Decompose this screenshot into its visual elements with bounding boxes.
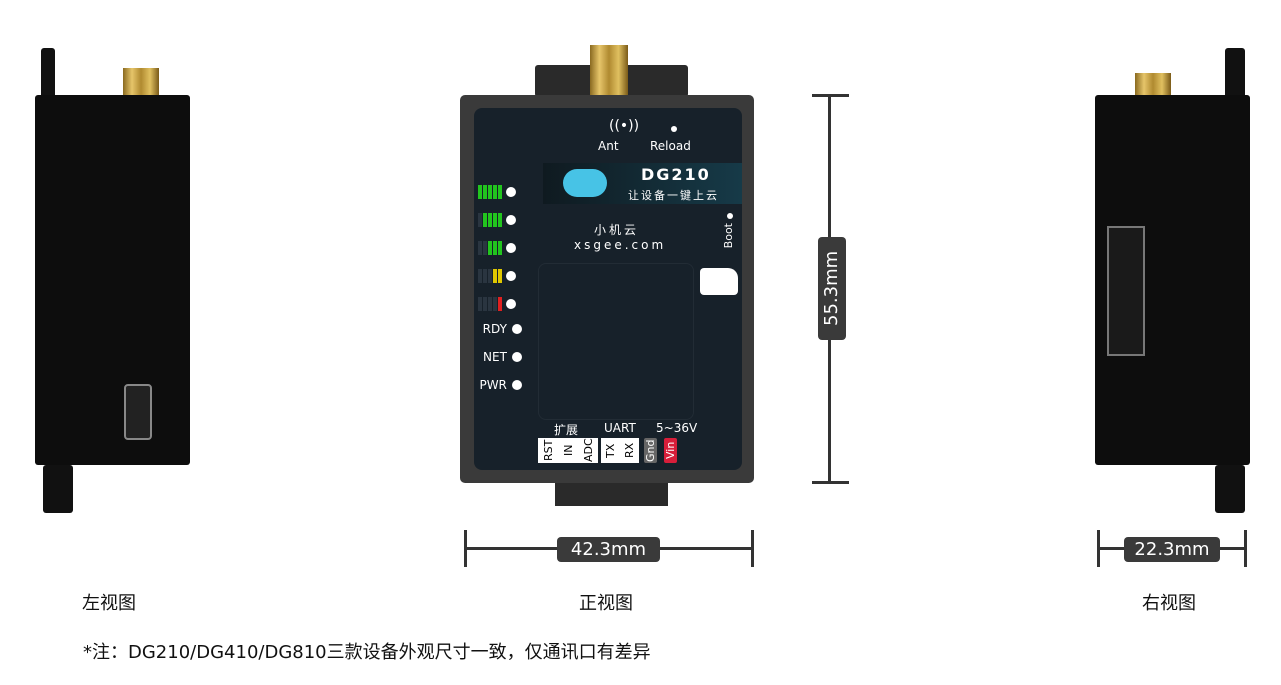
signal-bar [488, 269, 492, 283]
website: xsgee.com [574, 238, 667, 252]
signal-led [506, 271, 516, 281]
voltage-label: 5~36V [656, 421, 698, 435]
antenna [590, 45, 628, 95]
signal-bar [493, 269, 497, 283]
right-view-caption: 右视图 [1142, 593, 1196, 614]
boot-button[interactable] [727, 213, 733, 219]
logo-banner: DG210 让设备一键上云 [543, 163, 742, 204]
micro-usb-port [124, 384, 152, 440]
signal-bar [493, 297, 497, 311]
signal-bar [483, 213, 487, 227]
signal-bar [488, 185, 492, 199]
pin-tx: TX [604, 443, 617, 458]
front-view-caption: 正视图 [579, 593, 633, 614]
sim-card-slot [1107, 226, 1145, 356]
signal-bar [478, 213, 482, 227]
status-led-rdy: RDY [476, 318, 522, 337]
signal-bar [498, 185, 502, 199]
signal-bar [488, 241, 492, 255]
signal-led-row [478, 290, 516, 318]
signal-led-row [478, 178, 516, 206]
front-view: ((•)) Ant Reload DG210 让设备一键上云 小机云 xsgee… [460, 45, 760, 507]
pin-vin: Vin [664, 438, 677, 463]
cloud-icon [563, 169, 607, 197]
status-led-pwr: PWR [476, 374, 522, 393]
signal-leds [478, 178, 516, 318]
signal-bar [483, 269, 487, 283]
footnote: *注：DG210/DG410/DG810三款设备外观尺寸一致，仅通讯口有差异 [83, 642, 651, 663]
signal-led [506, 187, 516, 197]
uart-label: UART [604, 421, 636, 435]
signal-led-row [478, 262, 516, 290]
pin-rst: RST [541, 439, 555, 462]
signal-bar [488, 213, 492, 227]
signal-bar [483, 185, 487, 199]
sim-icon [700, 268, 738, 295]
reload-button[interactable] [671, 126, 677, 132]
slogan: 让设备一键上云 [628, 189, 719, 202]
boot-label: Boot [722, 223, 735, 249]
sim-slot-outline [538, 263, 694, 420]
signal-bar [483, 241, 487, 255]
uart-terminal: TX RX [601, 438, 639, 463]
status-led-net: NET [476, 346, 522, 365]
signal-bar [478, 269, 482, 283]
signal-bar [493, 185, 497, 199]
signal-bar [498, 297, 502, 311]
brand-name: 小机云 [594, 223, 640, 237]
signal-bar [498, 269, 502, 283]
pin-gnd: Gnd [644, 438, 657, 463]
antenna [1135, 73, 1171, 98]
pin-in: IN [561, 444, 575, 457]
signal-led [506, 299, 516, 309]
reload-label: Reload [650, 139, 691, 153]
height-dimension: 55.3mm [818, 237, 846, 340]
left-view [35, 48, 195, 513]
ant-label: Ant [598, 139, 619, 153]
pin-rx: RX [623, 442, 636, 459]
signal-bar [493, 241, 497, 255]
signal-bar [478, 297, 482, 311]
antenna-icon: ((•)) [609, 118, 640, 134]
pin-adc: ADC [581, 438, 595, 463]
signal-bar [493, 213, 497, 227]
signal-led [506, 243, 516, 253]
left-view-caption: 左视图 [82, 593, 136, 614]
signal-bar [483, 297, 487, 311]
front-panel: ((•)) Ant Reload DG210 让设备一键上云 小机云 xsgee… [474, 108, 742, 470]
signal-bar [478, 185, 482, 199]
signal-led-row [478, 234, 516, 262]
signal-bar [498, 241, 502, 255]
signal-bar [478, 241, 482, 255]
signal-bar [498, 213, 502, 227]
right-view [1095, 48, 1255, 513]
model-name: DG210 [641, 165, 711, 184]
antenna [123, 68, 159, 96]
depth-dimension: 22.3mm [1124, 537, 1220, 562]
width-dimension: 42.3mm [557, 537, 660, 562]
signal-bar [488, 297, 492, 311]
signal-led [506, 215, 516, 225]
ext-label: 扩展 [554, 423, 579, 437]
ext-terminal: RST IN ADC [538, 438, 598, 463]
signal-led-row [478, 206, 516, 234]
